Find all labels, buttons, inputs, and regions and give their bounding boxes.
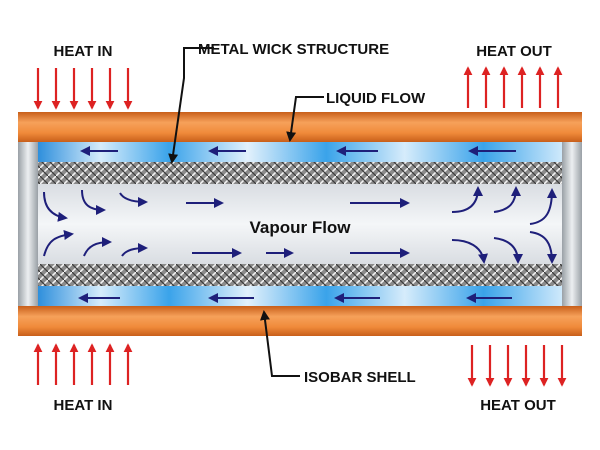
end-cap-right	[562, 142, 582, 306]
wick-layer-bottom	[38, 264, 562, 286]
label-heat-out-bottom: HEAT OUT	[480, 397, 556, 414]
end-cap-left	[18, 142, 38, 306]
evaporation-arrows	[43, 189, 148, 257]
shell-bottom	[18, 306, 582, 336]
label-liquid-flow: LIQUID FLOW	[326, 90, 426, 107]
liquid-layer-bottom	[38, 286, 562, 306]
heat-out-bottom-arrows	[467, 345, 567, 387]
vapour-flow-arrows	[186, 198, 410, 258]
heat-in-bottom-arrows	[33, 343, 133, 385]
label-heat-out-top: HEAT OUT	[476, 43, 552, 60]
heat-in-top-arrows	[33, 68, 133, 110]
label-wick-structure: METAL WICK STRUCTURE	[198, 41, 389, 58]
label-vapour-flow: Vapour Flow	[249, 218, 351, 237]
label-heat-in-bottom: HEAT IN	[54, 397, 113, 414]
liquid-flow-arrows	[78, 146, 516, 303]
label-heat-in-top: HEAT IN	[54, 43, 113, 60]
condensation-arrows	[451, 186, 557, 264]
label-isobar-shell: ISOBAR SHELL	[304, 369, 416, 386]
shell-top	[18, 112, 582, 142]
callout-lines	[168, 47, 324, 377]
wick-layer-top	[38, 162, 562, 184]
heat-out-top-arrows	[463, 66, 563, 108]
